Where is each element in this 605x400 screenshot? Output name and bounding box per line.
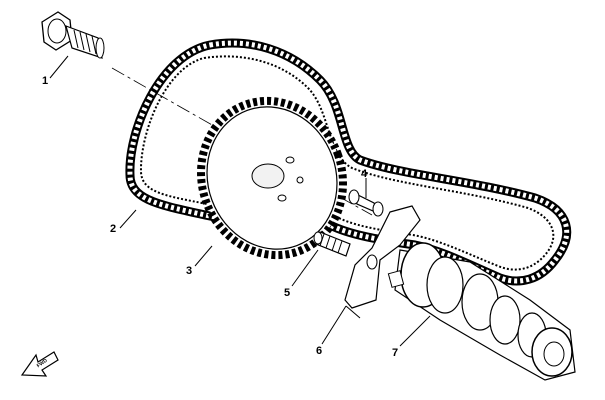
callout-labels: 1 2 3 4 5 6 7 [42, 75, 398, 359]
dowel-pin [348, 189, 384, 217]
callout-5: 5 [284, 287, 290, 299]
sprocket-bolt [41, 11, 105, 59]
front-arrow-label: FWD [36, 358, 49, 370]
camshaft-sprocket [197, 96, 347, 260]
callout-7: 7 [392, 347, 398, 359]
callout-4: 4 [361, 168, 368, 180]
stud-bolt [313, 231, 351, 257]
callout-6: 6 [316, 345, 322, 357]
camshaft [387, 242, 576, 381]
plate-bracket [344, 205, 421, 309]
callout-3: 3 [186, 265, 192, 277]
front-arrow-icon: FWD [20, 351, 59, 377]
callout-1: 1 [42, 75, 48, 87]
leader-lines [49, 55, 431, 347]
callout-2: 2 [110, 223, 116, 235]
